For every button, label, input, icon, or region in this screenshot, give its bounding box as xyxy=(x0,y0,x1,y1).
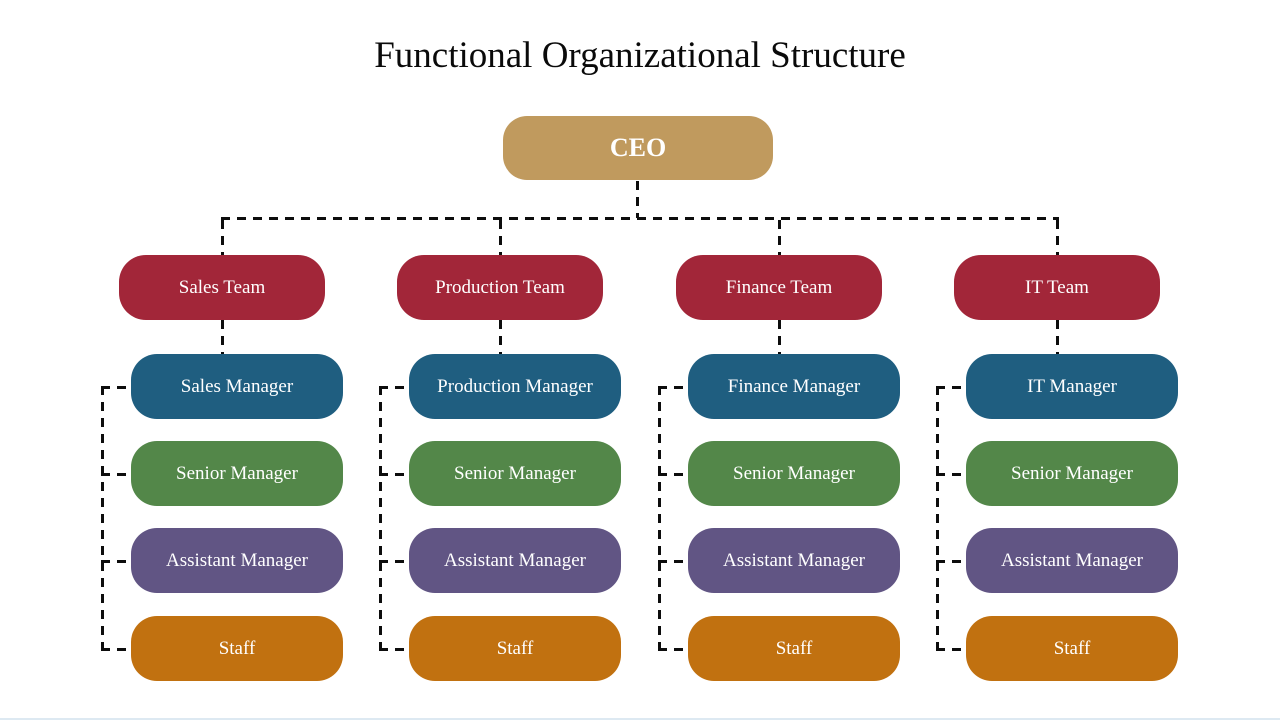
stub-connector-finance-manager xyxy=(658,386,688,389)
spine-connector-production xyxy=(379,386,382,651)
stub-connector-sales-manager xyxy=(101,386,131,389)
footer-accent-line xyxy=(0,718,1280,720)
team-drop-connector-finance xyxy=(778,220,781,255)
stub-connector-it-staff xyxy=(936,648,966,651)
manager-drop-connector-it xyxy=(1056,320,1059,354)
node-it-manager: IT Manager xyxy=(966,354,1178,419)
node-finance-manager: Finance Manager xyxy=(688,354,900,419)
stub-connector-it-senior xyxy=(936,473,966,476)
stub-connector-finance-staff xyxy=(658,648,688,651)
node-sales-assistant-manager: Assistant Manager xyxy=(131,528,343,593)
manager-drop-connector-finance xyxy=(778,320,781,354)
spine-connector-it xyxy=(936,386,939,651)
stub-connector-finance-assistant xyxy=(658,560,688,563)
stub-connector-sales-assistant xyxy=(101,560,131,563)
manager-drop-connector-sales xyxy=(221,320,224,354)
node-it-senior-manager: Senior Manager xyxy=(966,441,1178,506)
stub-connector-sales-staff xyxy=(101,648,131,651)
stub-connector-production-manager xyxy=(379,386,409,389)
stub-connector-finance-senior xyxy=(658,473,688,476)
stub-connector-sales-senior xyxy=(101,473,131,476)
stub-connector-production-staff xyxy=(379,648,409,651)
team-drop-connector-production xyxy=(499,220,502,255)
node-it-staff: Staff xyxy=(966,616,1178,681)
stub-connector-production-assistant xyxy=(379,560,409,563)
stub-connector-it-assistant xyxy=(936,560,966,563)
node-production-manager: Production Manager xyxy=(409,354,621,419)
node-finance-staff: Staff xyxy=(688,616,900,681)
rail-connector xyxy=(221,217,1059,220)
node-finance-assistant-manager: Assistant Manager xyxy=(688,528,900,593)
node-sales-manager: Sales Manager xyxy=(131,354,343,419)
node-finance-team: Finance Team xyxy=(676,255,882,320)
node-sales-staff: Staff xyxy=(131,616,343,681)
page-title: Functional Organizational Structure xyxy=(374,35,906,76)
node-finance-senior-manager: Senior Manager xyxy=(688,441,900,506)
spine-connector-finance xyxy=(658,386,661,651)
node-production-team: Production Team xyxy=(397,255,603,320)
stub-connector-production-senior xyxy=(379,473,409,476)
team-drop-connector-it xyxy=(1056,220,1059,255)
node-production-senior-manager: Senior Manager xyxy=(409,441,621,506)
team-drop-connector-sales xyxy=(221,220,224,255)
node-production-staff: Staff xyxy=(409,616,621,681)
node-it-assistant-manager: Assistant Manager xyxy=(966,528,1178,593)
stub-connector-it-manager xyxy=(936,386,966,389)
node-it-team: IT Team xyxy=(954,255,1160,320)
node-sales-team: Sales Team xyxy=(119,255,325,320)
node-sales-senior-manager: Senior Manager xyxy=(131,441,343,506)
node-production-assistant-manager: Assistant Manager xyxy=(409,528,621,593)
spine-connector-sales xyxy=(101,386,104,651)
manager-drop-connector-production xyxy=(499,320,502,354)
node-ceo: CEO xyxy=(503,116,773,180)
ceo-drop-connector xyxy=(636,181,639,218)
